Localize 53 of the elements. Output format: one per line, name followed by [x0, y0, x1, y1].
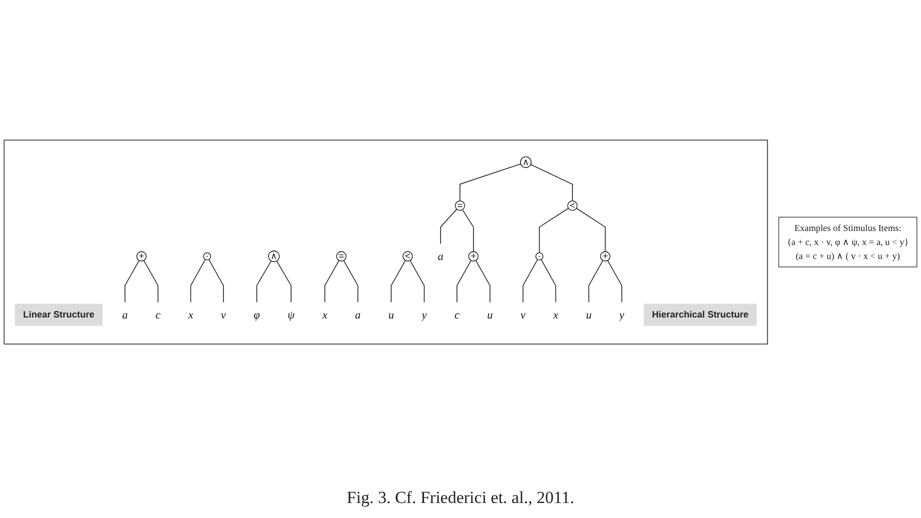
node-box: Linear Structure [14, 304, 103, 326]
connector [462, 209, 474, 252]
connector [143, 260, 158, 303]
node-box: Hierarchical Structure [644, 304, 757, 326]
node-text: u [487, 308, 493, 322]
node-circle: < [567, 200, 578, 211]
node-circle: + [468, 251, 479, 262]
node-text: x [322, 308, 328, 322]
node-text: v [520, 308, 526, 322]
node-text: a [122, 308, 128, 322]
node-circle: + [136, 251, 147, 262]
node-circle: = [454, 200, 466, 211]
connector [540, 258, 556, 303]
connector [390, 260, 406, 303]
connector [475, 260, 490, 303]
connector [124, 260, 140, 303]
node-text: v [220, 308, 226, 322]
connector [343, 260, 358, 303]
connector [522, 258, 538, 303]
node-text: y [422, 308, 427, 322]
node-text: c [156, 308, 161, 322]
figure-caption: Fig. 3. Cf. Friederici et. al., 2011. [346, 488, 574, 508]
node-text: φ [254, 308, 260, 322]
node-circle: ∧ [268, 250, 280, 262]
connector [530, 164, 573, 202]
node-circle: < [402, 251, 413, 262]
node-circle: ∧ [520, 156, 532, 168]
node-circle: · [535, 252, 544, 260]
node-box: Examples of Stimulus Items: {a + c, x · v, φ ∧ ψ, x = a, u < y} (a = c + u) ∧ ( v · x < u + y) [778, 216, 918, 268]
connector [440, 208, 458, 244]
node-text: a [438, 250, 444, 263]
node-circle: · [203, 252, 212, 260]
node-text: x [188, 308, 194, 322]
connector [190, 258, 206, 303]
node-text: u [586, 308, 592, 322]
node-text: y [619, 308, 624, 322]
connector [256, 260, 272, 303]
connector [456, 260, 472, 303]
node-text: c [454, 308, 460, 322]
node-circle: = [336, 251, 346, 262]
node-text: u [388, 308, 394, 322]
node-text: x [553, 308, 558, 322]
connector [410, 260, 425, 303]
connector [208, 258, 224, 303]
connector [276, 260, 292, 303]
node-text: a [355, 308, 361, 322]
connector [607, 260, 622, 303]
node-text: ψ [288, 308, 295, 322]
connector [588, 260, 604, 303]
connector [324, 260, 340, 303]
connector [460, 163, 522, 202]
node-circle: + [600, 251, 610, 262]
cluster [4, 140, 768, 344]
